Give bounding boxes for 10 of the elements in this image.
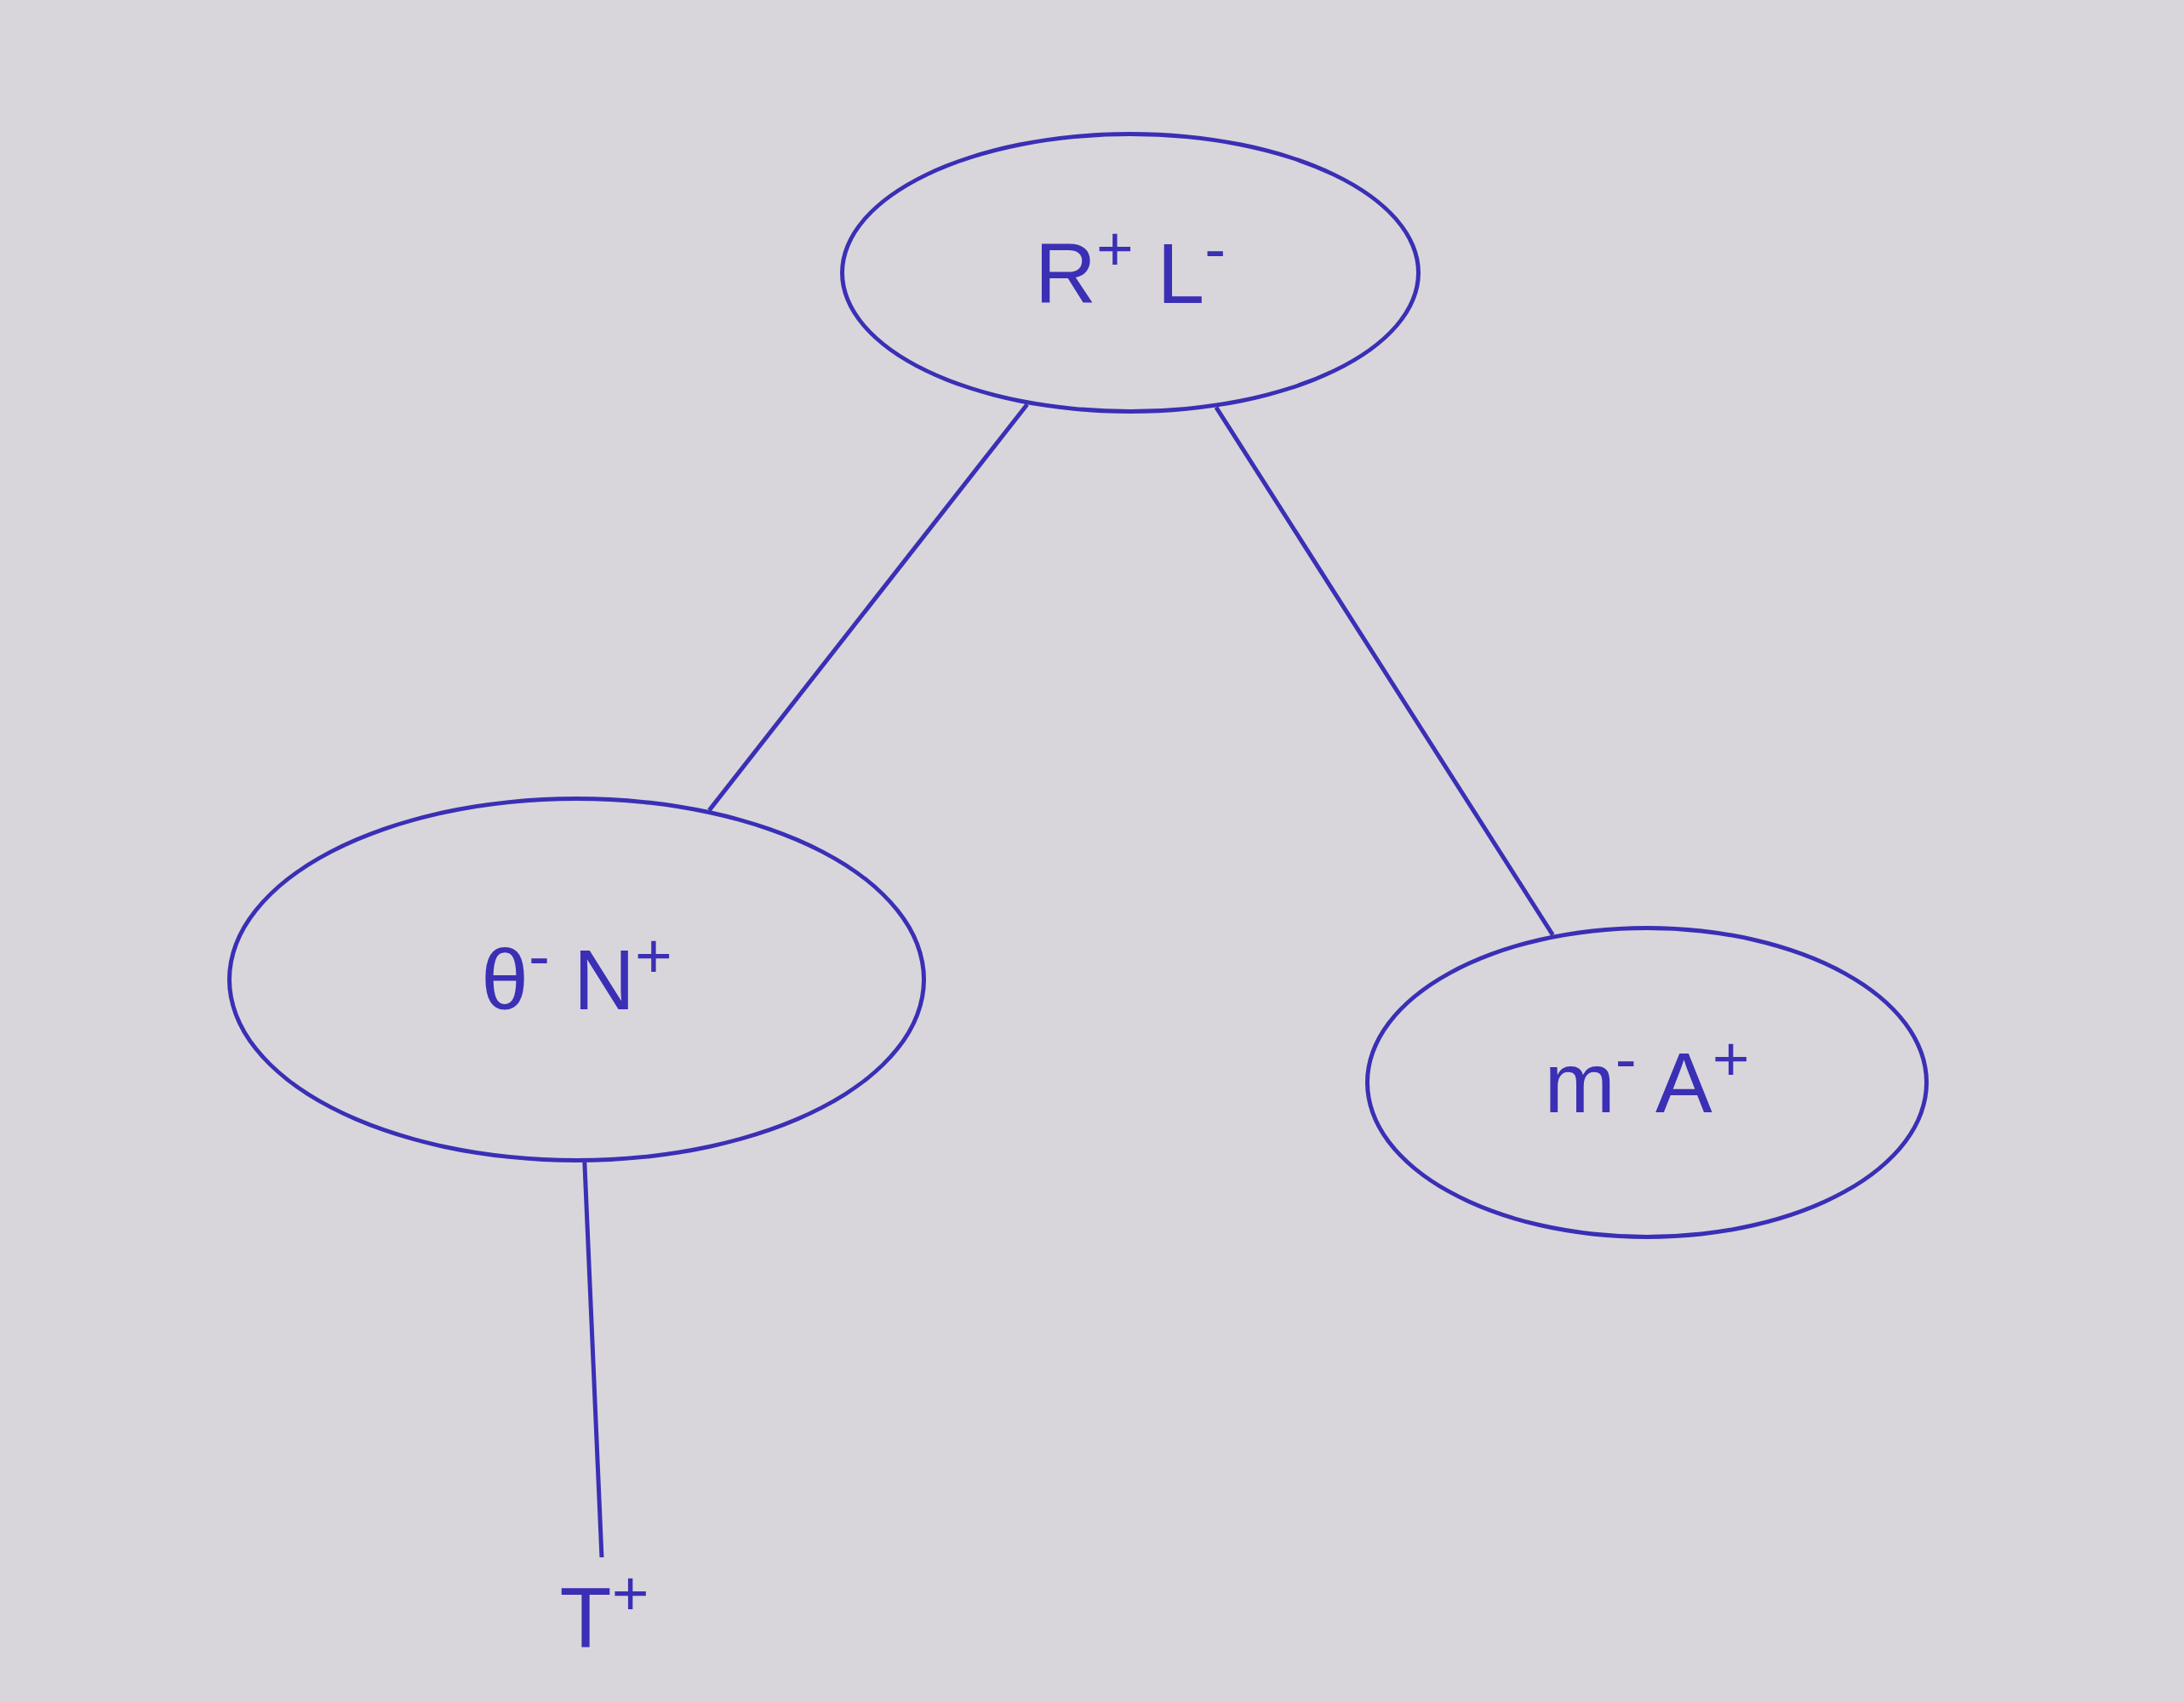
node-label: T$^{+}$ <box>559 1574 649 1659</box>
node-label: m$^{-}$ A$^{+}$ <box>1544 1040 1750 1125</box>
ellipse-node <box>1365 926 1929 1239</box>
connector-line <box>707 403 1029 812</box>
ellipse-node <box>840 132 1421 414</box>
connector-line <box>1214 406 1555 936</box>
ellipse-node <box>227 797 926 1162</box>
node-label: θ$^{-}$ N$^{+}$ <box>481 937 672 1022</box>
node-label: R$^{+}$ L$^{-}$ <box>1034 230 1226 316</box>
connector-line <box>582 1162 604 1558</box>
